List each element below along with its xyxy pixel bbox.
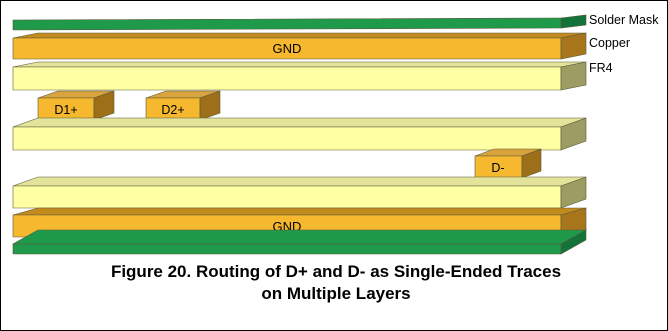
fr4-layer-2 [12, 117, 587, 151]
d1-plus-label: D1+ [54, 103, 77, 117]
fr4-layer-3 [12, 176, 587, 209]
solder-mask-label: Solder Mask [589, 13, 659, 27]
pcb-stackup-diagram: GND D1+ D2+ [11, 13, 659, 255]
fr4-label: FR4 [589, 61, 613, 75]
fr4-layer-1 [12, 61, 587, 91]
caption-line-2: on Multiple Layers [261, 284, 411, 303]
figure-caption: Figure 20. Routing of D+ and D- as Singl… [41, 261, 631, 305]
trace-d-minus: D- [474, 148, 542, 179]
d2-plus-label: D2+ [161, 103, 184, 117]
solder-mask-top [12, 14, 587, 31]
copper-plane-gnd-top: GND [12, 32, 587, 60]
copper-label: Copper [589, 36, 630, 50]
caption-line-1: Figure 20. Routing of D+ and D- as Singl… [110, 262, 562, 281]
d-minus-label: D- [491, 161, 504, 175]
trace-d2-plus: D2+ [145, 90, 221, 121]
trace-d1-plus: D1+ [37, 90, 115, 121]
gnd-top-label: GND [273, 41, 302, 56]
solder-mask-bottom [11, 229, 588, 255]
